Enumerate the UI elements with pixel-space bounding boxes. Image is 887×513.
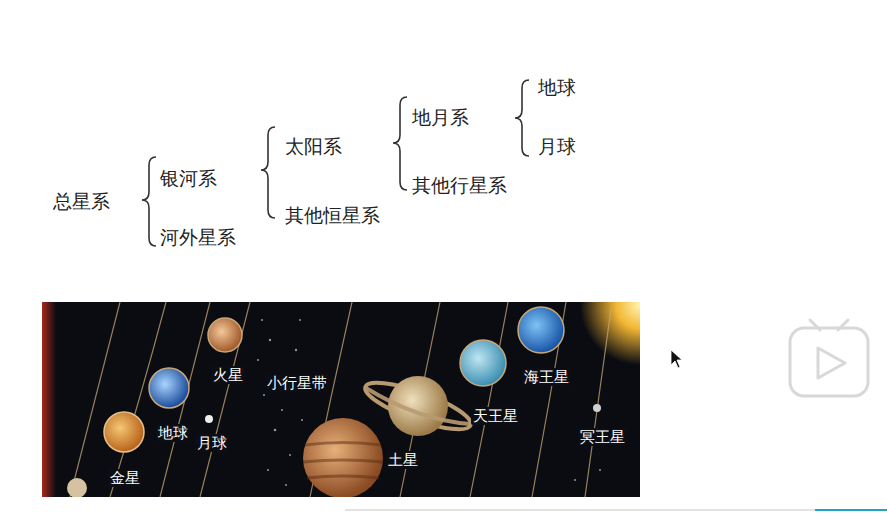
- tree-term: 地球: [538, 76, 576, 99]
- planet-label: 火星: [211, 366, 245, 384]
- tree-term: 银河系: [160, 167, 217, 190]
- tree-term: 其他恒星系: [285, 204, 380, 227]
- tree-term: 其他行星系: [412, 174, 507, 197]
- planet-label: 小行星带: [265, 374, 329, 392]
- play-button-icon: [790, 320, 868, 396]
- planet-label: 海王星: [522, 368, 571, 386]
- planet-label: 地球: [156, 424, 190, 442]
- progress-mark: [815, 509, 887, 511]
- planet-label: 土星: [386, 451, 420, 469]
- planet-label: 金星: [108, 469, 142, 487]
- planet-label: 天王星: [471, 407, 520, 425]
- planet-label: 冥王星: [578, 428, 627, 446]
- tree-term: 月球: [538, 135, 576, 158]
- mouse-cursor: [671, 350, 682, 368]
- progress-track: [345, 509, 887, 511]
- brace: [142, 80, 529, 246]
- planet-label: 月球: [195, 434, 229, 452]
- solar-system-picture: [42, 302, 640, 497]
- tree-term: 地月系: [412, 106, 469, 129]
- tree-term: 河外星系: [160, 226, 236, 249]
- tree-term: 太阳系: [285, 135, 342, 158]
- tree-term: 总星系: [53, 190, 110, 213]
